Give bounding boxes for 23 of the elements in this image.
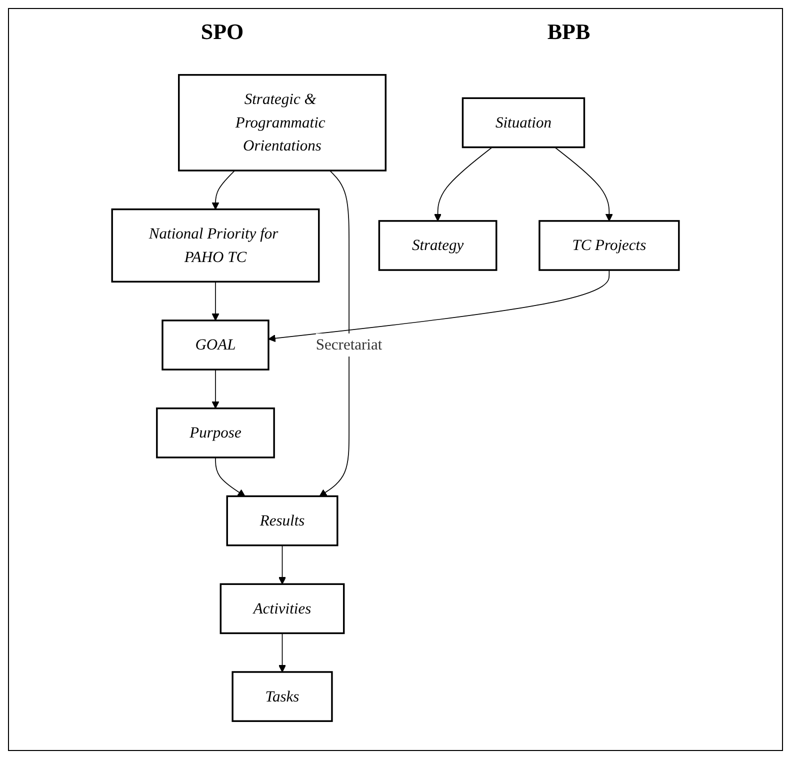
column-heading: SPO — [200, 19, 244, 45]
arrow — [212, 170, 236, 210]
arrow — [278, 544, 286, 584]
arrow — [278, 632, 286, 672]
node-box: GOAL — [162, 319, 270, 370]
arrow — [319, 170, 350, 496]
node-box: National Priority for PAHO TC — [111, 208, 320, 282]
node-box: Situation — [462, 96, 586, 148]
node-box: Strategic & Programmatic Orientations — [178, 74, 387, 171]
node-box: Purpose — [156, 406, 275, 458]
edge-label: Secretariat — [316, 335, 382, 353]
node-box: TC Projects — [538, 220, 680, 270]
arrow — [268, 269, 610, 342]
column-heading: BPB — [547, 19, 590, 45]
arrow — [434, 146, 493, 221]
arrow — [215, 456, 246, 496]
node-box: Strategy — [378, 220, 498, 270]
node-box: Activities — [220, 582, 345, 634]
arrow — [212, 280, 220, 320]
node-box: Results — [226, 494, 338, 546]
arrow — [212, 368, 220, 408]
arrow — [554, 146, 613, 221]
node-box: Tasks — [232, 670, 333, 722]
